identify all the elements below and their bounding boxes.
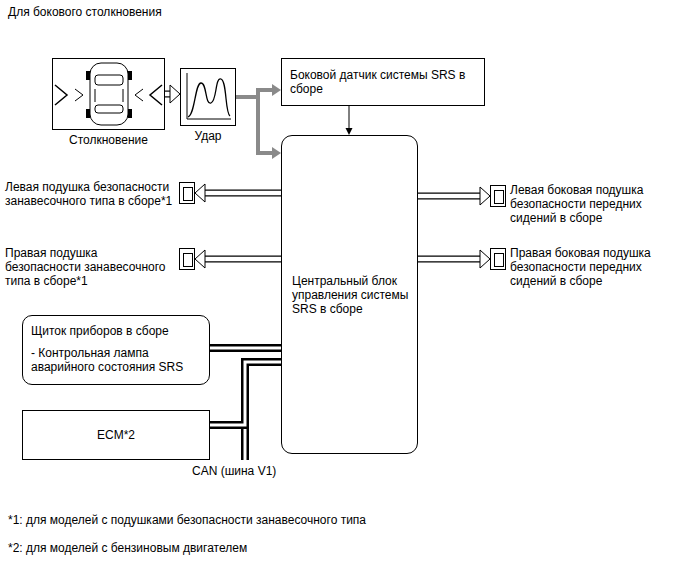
- airbag-connector: Правая подушка безопасности занавесочног…: [5, 246, 195, 288]
- arrow-head: [480, 187, 490, 205]
- diagram-title: Для бокового столкновения: [8, 5, 162, 19]
- impact-picture: Удар: [180, 68, 236, 143]
- connector-line: [418, 257, 481, 262]
- crash-illustration: [53, 59, 164, 129]
- footnote: *1: для моделей с подушками безопасности…: [8, 513, 366, 527]
- connector-line: [418, 256, 481, 263]
- box-label: ECM*2: [31, 428, 201, 442]
- airbag-label: Левая боковая подушка безопасности перед…: [510, 183, 688, 225]
- connector-line: [210, 362, 281, 425]
- signal-arrow: [346, 106, 353, 135]
- bus-label: CAN (шина V1): [190, 464, 278, 478]
- connector-line: [236, 97, 273, 153]
- signal-arrow: [418, 187, 490, 205]
- collision-picture: Столкновение: [52, 58, 165, 147]
- box-label: Боковой датчик системы SRS в сборе: [290, 68, 476, 96]
- box-label: Щиток приборов в сборе: [31, 324, 201, 338]
- can-bus: [210, 362, 281, 425]
- connector-line: [418, 194, 481, 199]
- arrow-head: [195, 184, 205, 202]
- airbag-label: Левая подушка безопасности занавесочного…: [5, 180, 173, 208]
- connector-line: [204, 256, 281, 263]
- footnote: *2: для моделей с бензиновым двигателем: [8, 541, 247, 555]
- connector-line: [349, 106, 350, 129]
- arrow-head: [195, 250, 205, 268]
- can-bus-gap: [244, 425, 247, 461]
- connector-line: [418, 193, 481, 200]
- ecm-box: ECM*2: [22, 410, 210, 460]
- control-unit-box: Центральный блок управления системы SRS …: [281, 135, 418, 454]
- arrow-head: [170, 85, 180, 103]
- arrow-head: [272, 147, 281, 159]
- airbag-connector: Левая боковая подушка безопасности перед…: [490, 183, 688, 225]
- connector-line: [204, 257, 281, 262]
- picture-caption: Столкновение: [32, 133, 185, 147]
- connector-line: [204, 190, 281, 197]
- arrow-head: [480, 250, 490, 268]
- signal-arrow: [195, 250, 281, 268]
- sensor-box: Боковой датчик системы SRS в сборе: [281, 58, 485, 106]
- can-bus: [210, 348, 281, 349]
- signal-arrow: [236, 97, 281, 159]
- arrow-head: [272, 84, 281, 96]
- connector-symbol: [490, 185, 506, 207]
- connector-symbol: [179, 182, 195, 204]
- meter-box: Щиток приборов в сборе - Контрольная ламп…: [22, 315, 210, 385]
- box-label: Центральный блок управления системы SRS …: [292, 274, 409, 316]
- picture-caption: Удар: [160, 129, 256, 143]
- connector-symbol: [179, 248, 195, 270]
- airbag-connector: Правая боковая подушка безопасности пере…: [490, 246, 688, 288]
- signal-arrow: [165, 85, 180, 103]
- connector-line: [204, 191, 281, 196]
- signal-arrow: [195, 184, 281, 202]
- airbag-connector: Левая подушка безопасности занавесочного…: [5, 180, 195, 208]
- can-bus-line: [241, 425, 249, 460]
- airbag-label: Правая подушка безопасности занавесочног…: [5, 246, 173, 288]
- connector-line: [210, 362, 281, 425]
- connector-line: [210, 347, 281, 350]
- impact-graph: [181, 69, 235, 125]
- connector-line: [210, 344, 281, 352]
- box-label: - Контрольная лампа аварийного состояния…: [31, 346, 201, 374]
- signal-arrow: [418, 250, 490, 268]
- airbag-label: Правая боковая подушка безопасности пере…: [510, 246, 688, 288]
- connector-symbol: [490, 248, 506, 270]
- arrow-head: [346, 128, 353, 135]
